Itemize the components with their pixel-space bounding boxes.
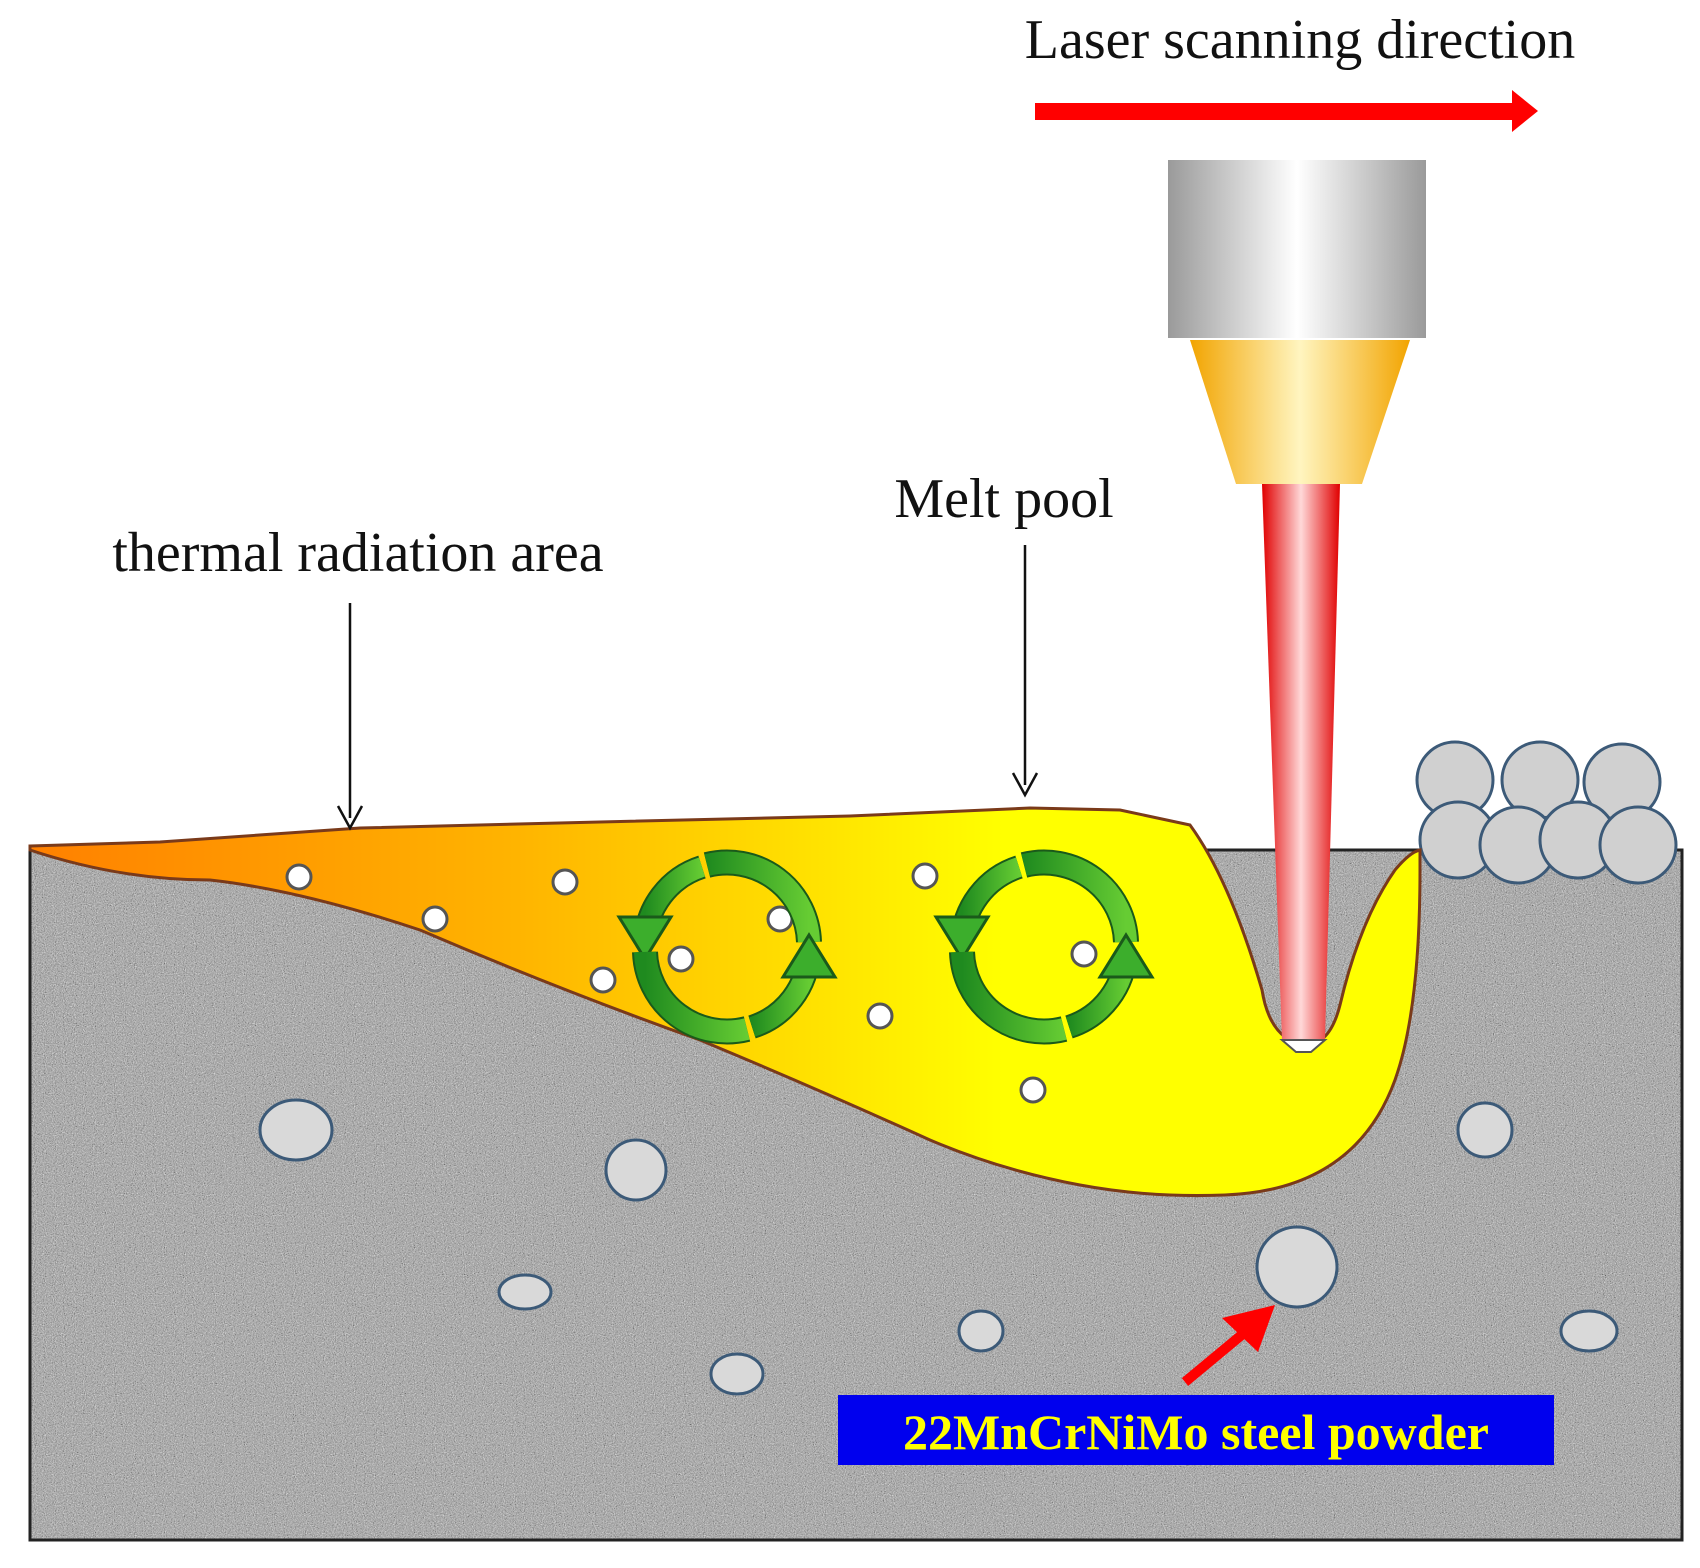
melt-pool-pointer-arrow-icon (1011, 545, 1039, 798)
powder-particle (1255, 1225, 1339, 1309)
powder-particle (497, 1273, 553, 1311)
powder-particle (1598, 805, 1678, 885)
bubble (911, 862, 939, 890)
thermal-radiation-pointer-arrow-icon (336, 603, 364, 831)
bubble (421, 905, 449, 933)
bubble (285, 863, 313, 891)
powder-particle (1456, 1101, 1514, 1159)
bubble (1019, 1076, 1047, 1104)
powder-particle (1559, 1309, 1619, 1353)
thermal-radiation-label: thermal radiation area (112, 522, 603, 584)
bubble (589, 966, 617, 994)
bubble (1070, 940, 1098, 968)
melt-pool-bubbles (285, 862, 1098, 1104)
melt-pool-label: Melt pool (894, 468, 1113, 530)
laser-beam (1262, 484, 1340, 1040)
laser-nozzle-body (1168, 160, 1426, 338)
bubble (667, 945, 695, 973)
powder-particle (604, 1138, 668, 1202)
powder-particle (258, 1098, 334, 1162)
bubble (551, 868, 579, 896)
laser-spot (1279, 1039, 1328, 1053)
powder-label-background (838, 1395, 1554, 1465)
bubble (866, 1002, 894, 1030)
loose-powder-pile (1415, 740, 1678, 885)
powder-label: 22MnCrNiMo steel powder (903, 1404, 1489, 1460)
scan-direction-arrow-icon (1035, 90, 1538, 132)
powder-pointer-arrow-icon (1181, 1305, 1275, 1386)
laser-nozzle-cone (1190, 340, 1410, 484)
embedded-particles (258, 1098, 1619, 1396)
laser-head (1168, 160, 1426, 1053)
powder-particle (957, 1309, 1005, 1353)
scan-direction-label: Laser scanning direction (1025, 9, 1575, 71)
powder-particle (709, 1352, 765, 1396)
